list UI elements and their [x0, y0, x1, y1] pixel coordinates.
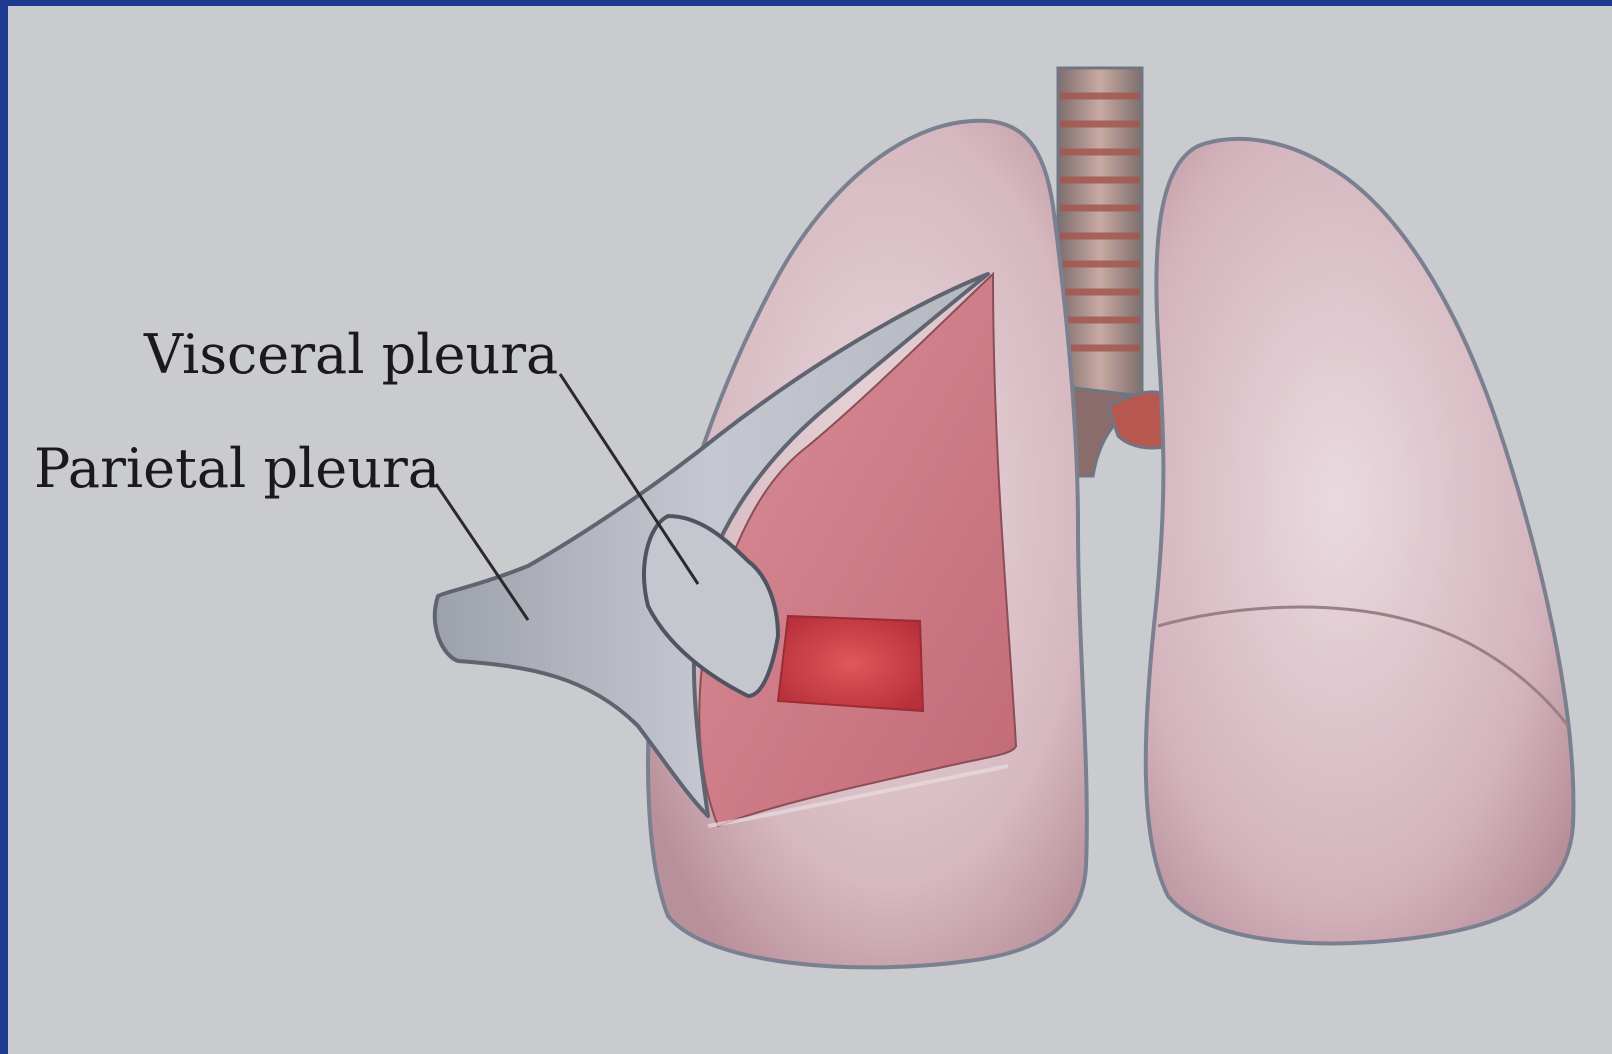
exposed-lung-tissue [778, 616, 923, 711]
visceral-pleura-label: Visceral pleura [144, 328, 558, 382]
illustration-panel: Visceral pleura Parietal pleura [8, 6, 1612, 1054]
parietal-pleura-label: Parietal pleura [34, 442, 440, 496]
right-lung [1146, 139, 1574, 943]
lung-pleura-diagram [8, 6, 1612, 1054]
